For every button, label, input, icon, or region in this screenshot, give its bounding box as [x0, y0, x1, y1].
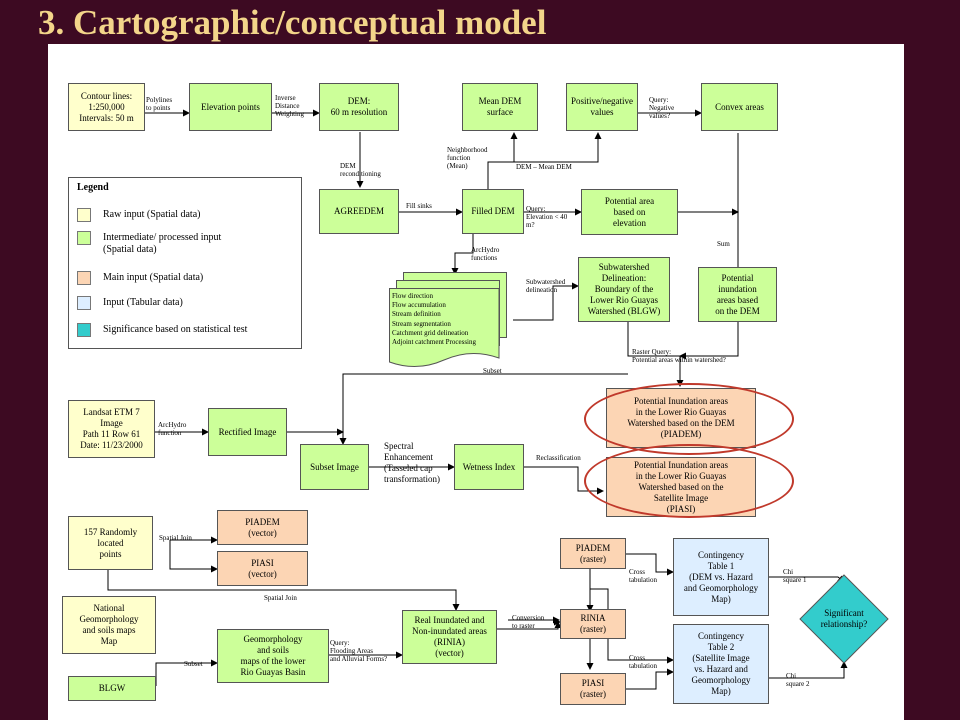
label-query-elevation: Query: Elevation < 40 m? [526, 205, 568, 229]
legend-title: Legend [77, 182, 109, 193]
legend-item-significance: Significance based on statistical test [77, 321, 247, 339]
blgw-box: BLGW [68, 676, 156, 701]
stack-item: Flow direction [392, 292, 434, 300]
label-conversion: Conversion to raster [512, 614, 545, 630]
piadem-vector-box: PIADEM (vector) [217, 510, 308, 545]
contingency-table-1-box: Contingency Table 1 (DEM vs. Hazard and … [673, 538, 769, 616]
slide-title: 3. Cartographic/conceptual model [38, 3, 547, 42]
label-subset-2: Subset [184, 660, 203, 668]
label-chi-square-1: Chi square 1 [783, 568, 807, 584]
stack-item: Stream segmentation [392, 319, 451, 328]
potential-inundation-dem-box: Potential inundation areas based on the … [698, 267, 777, 322]
stack-item: Catchment grid delineation [392, 328, 469, 337]
agreedem-box: AGREEDEM [319, 189, 399, 234]
subwatershed-box: Subwatershed Delineation: Boundary of th… [578, 257, 670, 322]
connector-lines [107, 109, 848, 690]
label-raster-query: Raster Query: Potential areas within wat… [632, 348, 726, 364]
national-geomorphology-box: National Geomorphology and soils maps Ma… [62, 596, 156, 654]
label-spectral-enhancement: Spectral Enhancement (Tasseled cap trans… [384, 441, 440, 484]
label-sum: Sum [717, 240, 730, 248]
label-neighborhood: Neighborhood function (Mean) [447, 146, 488, 170]
piasi-main-box: Potential Inundation areas in the Lower … [606, 457, 756, 517]
legend-label: Input (Tabular data) [103, 297, 183, 308]
significance-text: Significant relationship? [820, 608, 868, 629]
legend-swatch [77, 231, 91, 245]
convex-areas-box: Convex areas [701, 83, 778, 131]
subset-image-box: Subset Image [300, 444, 369, 490]
label-dem-reconditioning: DEM reconditioning [340, 162, 381, 178]
archydro-function-list: Flow direction Flow accumulation Stream … [389, 290, 499, 349]
real-inundated-box: Real Inundated and Non-inundated areas (… [402, 610, 497, 664]
positive-negative-box: Positive/negative values [566, 83, 638, 131]
legend-swatch [77, 296, 91, 310]
legend-item-intermediate: Intermediate/ processed input (Spatial d… [77, 231, 222, 255]
label-dem-minus-mean: DEM – Mean DEM [516, 163, 572, 171]
random-points-box: 157 Randomly located points [68, 516, 153, 570]
landsat-box: Landsat ETM 7 Image Path 11 Row 61 Date:… [68, 400, 155, 458]
label-archydro-functions: ArcHydro functions [471, 246, 500, 262]
geomorphology-lower-basin-box: Geomorphology and soils maps of the lowe… [217, 629, 329, 683]
diagram-canvas: Contour lines: 1:250,000 Intervals: 50 m… [48, 44, 904, 720]
rectified-image-box: Rectified Image [208, 408, 287, 456]
contingency-table-2-box: Contingency Table 2 (Satellite Image vs.… [673, 624, 769, 704]
legend-item-raw: Raw input (Spatial data) [77, 206, 200, 224]
label-reclassification: Reclassification [536, 454, 581, 462]
label-spatial-join-2: Spatial Join [264, 594, 297, 602]
wetness-index-box: Wetness Index [454, 444, 524, 490]
legend-swatch [77, 271, 91, 285]
mean-dem-box: Mean DEM surface [462, 83, 538, 131]
legend-swatch [77, 208, 91, 222]
label-chi-square-2: Chi square 2 [786, 672, 810, 688]
piasi-raster-box: PIASI (raster) [560, 673, 626, 705]
contour-lines-box: Contour lines: 1:250,000 Intervals: 50 m [68, 83, 145, 131]
dem-box: DEM: 60 m resolution [319, 83, 399, 131]
stack-item: Stream definition [392, 310, 441, 319]
rinia-raster-box: RINIA (raster) [560, 609, 626, 639]
label-query-negative: Query: Negative values? [649, 96, 675, 120]
piasi-vector-box: PIASI (vector) [217, 551, 308, 586]
label-fill-sinks: Fill sinks [406, 202, 432, 210]
significance-diamond: Significant relationship? [799, 574, 889, 664]
legend-label: Main input (Spatial data) [103, 272, 204, 283]
label-idw: Inverse Distance Weighting [275, 94, 304, 118]
legend-item-tabular: Input (Tabular data) [77, 294, 183, 312]
filled-dem-box: Filled DEM [462, 189, 524, 234]
label-cross-tabulation-1: Cross tabulation [629, 568, 657, 584]
label-query-flooding: Query: Flooding Areas and Alluvial Forms… [330, 639, 388, 663]
legend-item-main: Main input (Spatial data) [77, 269, 203, 287]
stack-item: Adjoint catchment Processing [392, 338, 476, 347]
potential-area-box: Potential area based on elevation [581, 189, 678, 235]
label-subwatershed-delineation: Subwatershed delineation [526, 278, 566, 294]
legend-label: Intermediate/ processed input (Spatial d… [103, 232, 222, 255]
stack-item: Flow accumulation [392, 301, 446, 310]
label-archydro-function: ArcHydro function [158, 421, 187, 437]
label-polylines: Polylines to points [146, 96, 173, 112]
elevation-points-box: Elevation points [189, 83, 272, 131]
archydro-stack: Flow direction Flow accumulation Stream … [389, 272, 507, 370]
legend-label: Significance based on statistical test [103, 324, 248, 335]
legend-panel: Legend Raw input (Spatial data) Intermed… [68, 177, 302, 349]
piadem-raster-box: PIADEM (raster) [560, 538, 626, 569]
label-spatial-join-1: Spatial Join [159, 534, 192, 542]
legend-swatch [77, 323, 91, 337]
stack-sheet-front [389, 288, 500, 367]
label-cross-tabulation-2: Cross tabulation [629, 654, 657, 670]
label-subset: Subset [483, 367, 502, 375]
diamond-shape [799, 574, 889, 664]
piadem-main-box: Potential Inundation areas in the Lower … [606, 388, 756, 448]
legend-label: Raw input (Spatial data) [103, 209, 201, 220]
